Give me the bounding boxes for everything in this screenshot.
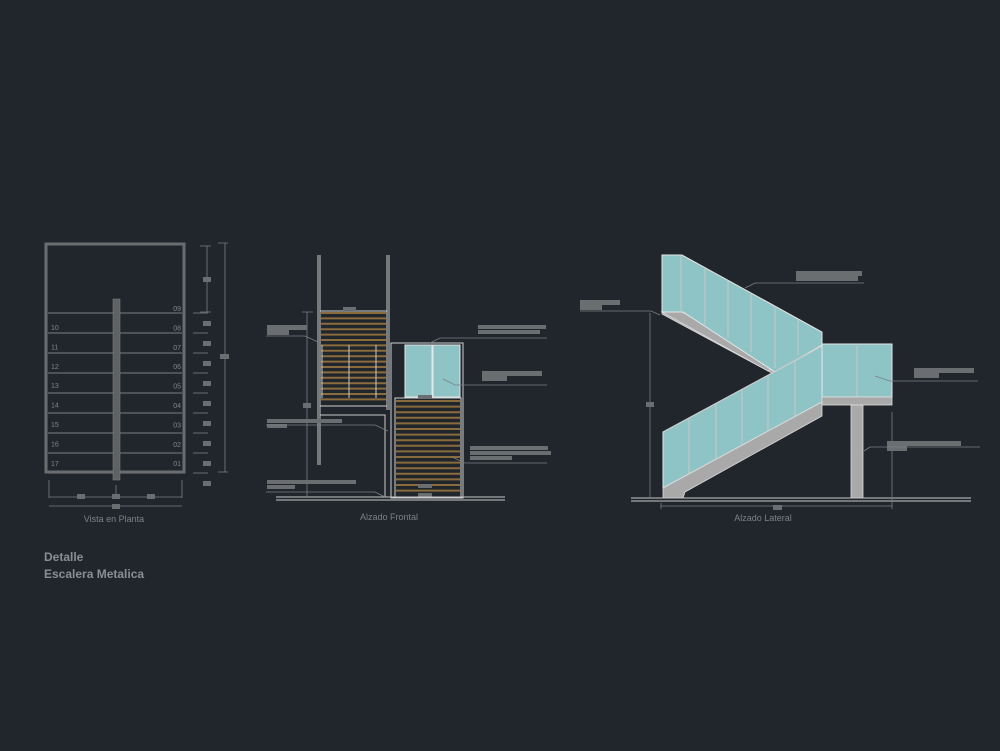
- plan-step-number: 08: [173, 325, 181, 332]
- plan-step-number: 16: [51, 441, 59, 448]
- plan-step-number: 15: [51, 422, 59, 429]
- plan-step-number: 17: [51, 461, 59, 468]
- plan-step-number: 13: [51, 383, 59, 390]
- plan-dimensions-right: [193, 242, 229, 486]
- front-elevation: Alzado Frontal: [266, 255, 551, 522]
- plan-step-number: 04: [173, 403, 181, 410]
- upper-flight-frame: [319, 310, 388, 407]
- plan-dimension-tag: [203, 481, 211, 486]
- plan-center-rail: [112, 298, 121, 481]
- plan-dimension-tag: [203, 401, 211, 406]
- upper-flight-treads: [321, 312, 386, 401]
- plan-dimensions-bottom: [48, 480, 183, 509]
- plan-caption: Vista en Planta: [84, 514, 144, 524]
- plan-step-number: 07: [173, 345, 181, 352]
- support-column: [850, 404, 864, 499]
- plan-step-number: 05: [173, 384, 181, 391]
- plan-step-numbers-left: 10 11 12 13 14 15 16 17: [51, 325, 59, 468]
- plan-step-numbers-right: 09 08 07 06 05 04 03 02 01: [173, 306, 181, 468]
- plan-dimension-tag: [203, 361, 211, 366]
- plan-step-number: 09: [173, 306, 181, 313]
- lower-flight-treads: [396, 400, 460, 492]
- plan-step-number: 14: [51, 403, 59, 410]
- front-glass-panel-1: [404, 344, 433, 398]
- side-caption: Alzado Lateral: [734, 513, 792, 523]
- front-caption: Alzado Frontal: [360, 512, 418, 522]
- front-glass-panel-2: [432, 344, 461, 398]
- plan-dimension-tag: [203, 381, 211, 386]
- plan-view: 09 08 07 06 05 04 03 02 01 10 11 12 13 14 15 16 17 Vist…: [44, 242, 229, 524]
- plan-step-number: 10: [51, 325, 59, 332]
- plan-step-number: 11: [51, 344, 58, 351]
- side-annotation-tags: [580, 271, 980, 452]
- plan-step-number: 03: [173, 422, 181, 429]
- plan-dimension-tag: [203, 277, 211, 282]
- plan-dimension-tag: [203, 421, 211, 426]
- landing-slab: [821, 396, 893, 406]
- plan-dimension-tag: [203, 461, 211, 466]
- side-elevation: Alzado Lateral: [580, 254, 980, 523]
- plan-dimension-tag: [203, 321, 211, 326]
- plan-dimension-tag: [203, 441, 211, 446]
- plan-step-number: 01: [173, 461, 181, 468]
- drawing-title-line1: Detalle: [44, 550, 84, 564]
- plan-step-number: 06: [173, 364, 181, 371]
- drawing-title-line2: Escalera Metalica: [44, 567, 144, 581]
- plan-step-number: 12: [51, 364, 59, 371]
- plan-dimension-tag: [203, 341, 211, 346]
- plan-step-number: 02: [173, 442, 181, 449]
- front-annotation-tags: [266, 325, 551, 498]
